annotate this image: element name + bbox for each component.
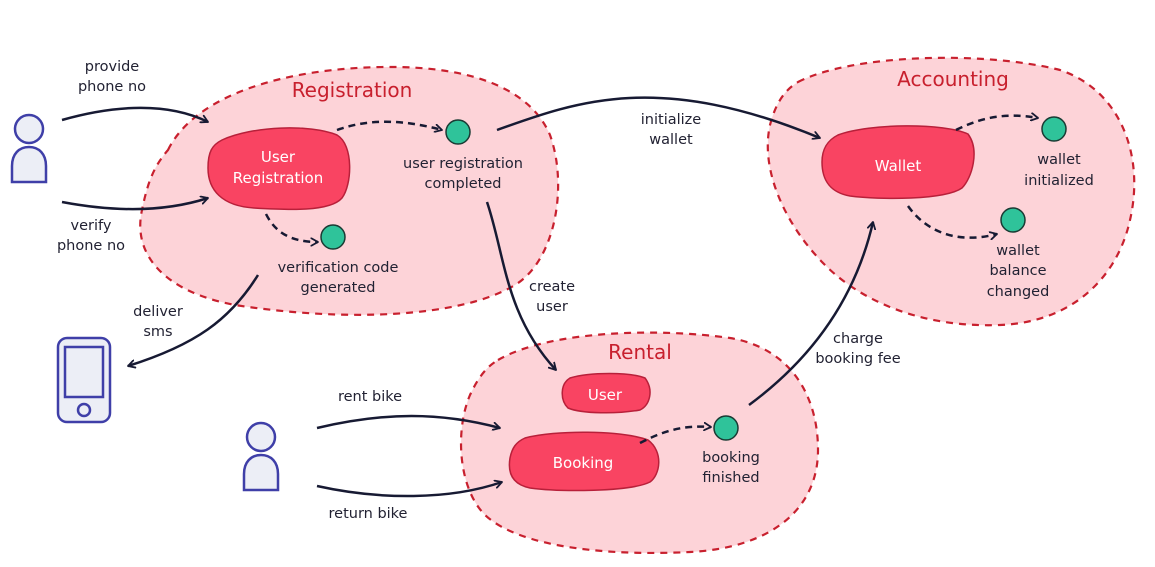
booking-finished-line2: finished: [702, 470, 759, 486]
registration-to-completed-arrow: [336, 120, 442, 130]
registration-context-title: Registration: [292, 78, 413, 102]
user-actor-icon: [10, 113, 48, 184]
wallet-to-initialized-arrow: [955, 116, 1038, 132]
booking-finished-event[interactable]: [713, 415, 739, 441]
booking-to-finished-arrow: [639, 427, 711, 445]
rent-bike-arrow: [316, 414, 500, 428]
provide-phone-no-arrow: [61, 106, 208, 122]
user-registration-completed-line1: user registration: [403, 156, 523, 172]
verify-phone-no-line1: verify: [71, 218, 112, 234]
wallet-balance-changed-event[interactable]: [1000, 207, 1026, 233]
return-bike-label: return bike: [329, 506, 408, 522]
rental-context-title: Rental: [608, 340, 672, 364]
wallet-to-balance-changed-arrow: [906, 205, 997, 238]
user-label: User: [588, 386, 623, 404]
wallet-balance-changed-line3: changed: [987, 284, 1050, 300]
user-registration-aggregate[interactable]: [207, 127, 351, 211]
create-user-line1: create: [529, 279, 575, 295]
user-actor-icon: [242, 421, 280, 492]
charge-booking-fee-arrow: [748, 222, 873, 407]
user-registration-completed-event[interactable]: [445, 119, 471, 145]
user-registration-label-line1: User: [261, 148, 296, 166]
wallet-initialized-line2: initialized: [1024, 173, 1094, 189]
booking-label: Booking: [553, 454, 614, 472]
charge-booking-fee-line1: charge: [833, 331, 883, 347]
initialize-wallet-arrow: [496, 96, 820, 138]
wallet-balance-changed-line1: wallet: [996, 243, 1040, 259]
initialize-wallet-line2: wallet: [649, 132, 693, 148]
provide-phone-no-line2: phone no: [78, 79, 146, 95]
wallet-label: Wallet: [875, 157, 922, 175]
create-user-arrow: [485, 201, 557, 370]
charge-booking-fee-line2: booking fee: [815, 351, 900, 367]
verification-code-generated-line2: generated: [301, 280, 376, 296]
return-bike-arrow: [316, 482, 502, 498]
verify-phone-no-arrow: [61, 198, 208, 211]
verification-code-generated-event[interactable]: [320, 224, 346, 250]
registration-to-verification-arrow: [264, 213, 318, 242]
deliver-sms-arrow: [128, 274, 260, 366]
verify-phone-no-line2: phone no: [57, 238, 125, 254]
deliver-sms-line2: sms: [143, 324, 172, 340]
user-registration-label-line2: Registration: [233, 169, 323, 187]
accounting-context-title: Accounting: [897, 67, 1009, 91]
user-registration-completed-line2: completed: [425, 176, 502, 192]
verification-code-generated-line1: verification code: [278, 260, 399, 276]
booking-finished-line1: booking: [702, 450, 760, 466]
wallet-initialized-line1: wallet: [1037, 152, 1081, 168]
create-user-line2: user: [536, 299, 568, 315]
wallet-initialized-event[interactable]: [1041, 116, 1067, 142]
wallet-aggregate[interactable]: [821, 125, 975, 200]
provide-phone-no-line1: provide: [85, 59, 140, 75]
phone-icon: [56, 336, 112, 424]
booking-aggregate[interactable]: [508, 431, 660, 492]
wallet-balance-changed-line2: balance: [989, 263, 1046, 279]
initialize-wallet-line1: initialize: [641, 112, 702, 128]
deliver-sms-line1: deliver: [133, 304, 183, 320]
user-aggregate[interactable]: [561, 372, 651, 414]
rent-bike-label: rent bike: [338, 389, 402, 405]
